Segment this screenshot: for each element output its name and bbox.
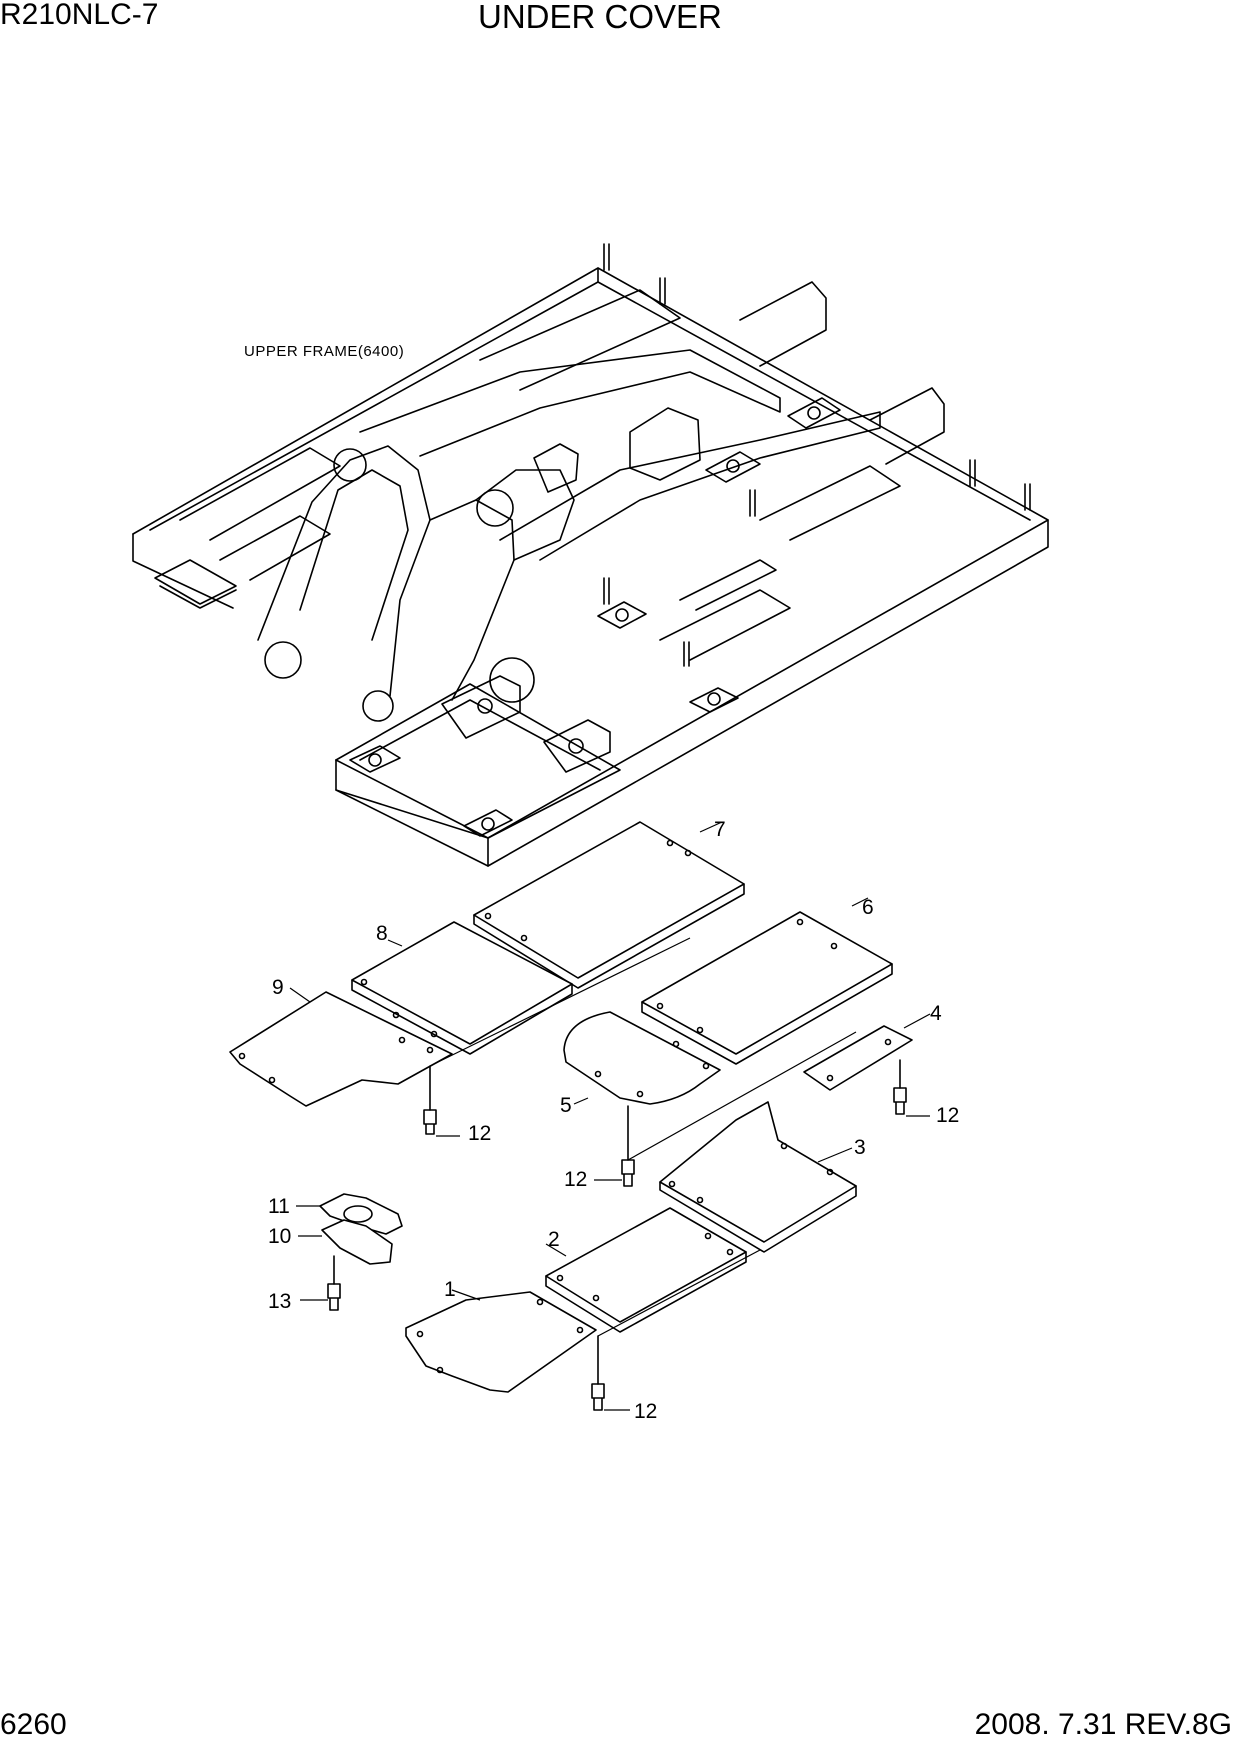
callout-9: 9 bbox=[272, 976, 284, 999]
model-code: R210NLC-7 bbox=[0, 0, 159, 31]
page-number: 6260 bbox=[0, 1708, 67, 1741]
bolt-12-a bbox=[423, 1065, 437, 1135]
under-cover-6 bbox=[641, 911, 893, 1065]
upper-frame bbox=[132, 243, 1049, 867]
page-title: UNDER COVER bbox=[478, 0, 722, 35]
bolt-12-c bbox=[893, 1059, 907, 1115]
callout-5: 5 bbox=[560, 1094, 572, 1117]
callout-12-a: 12 bbox=[468, 1122, 491, 1145]
callout-13: 13 bbox=[268, 1290, 291, 1313]
cover-10 bbox=[321, 1219, 393, 1265]
under-cover-8 bbox=[351, 921, 573, 1055]
bolt-13 bbox=[327, 1255, 341, 1311]
callout-1: 1 bbox=[444, 1278, 456, 1301]
callout-12-d: 12 bbox=[634, 1400, 657, 1423]
callout-12-b: 12 bbox=[564, 1168, 587, 1191]
callout-6: 6 bbox=[862, 896, 874, 919]
under-cover-2 bbox=[545, 1207, 747, 1333]
under-cover-5 bbox=[563, 1011, 721, 1105]
callout-10: 10 bbox=[268, 1225, 291, 1248]
gasket-11 bbox=[319, 1193, 403, 1235]
callout-11: 11 bbox=[268, 1195, 290, 1218]
callout-12-c: 12 bbox=[936, 1104, 959, 1127]
under-cover-3 bbox=[659, 1101, 857, 1253]
callout-7: 7 bbox=[714, 818, 726, 841]
bolt-12-b bbox=[621, 1105, 635, 1187]
upper-frame-label: UPPER FRAME(6400) bbox=[244, 343, 404, 360]
bolt-12-d bbox=[591, 1335, 605, 1411]
under-cover-1 bbox=[405, 1291, 597, 1393]
callout-8: 8 bbox=[376, 922, 388, 945]
under-cover-4 bbox=[803, 1025, 913, 1091]
revision-date: 2008. 7.31 REV.8G bbox=[974, 1708, 1232, 1741]
under-cover-9 bbox=[229, 991, 453, 1107]
callout-2: 2 bbox=[548, 1228, 560, 1251]
callout-3: 3 bbox=[854, 1136, 866, 1159]
under-cover-7 bbox=[473, 821, 745, 989]
callout-4: 4 bbox=[930, 1002, 942, 1025]
